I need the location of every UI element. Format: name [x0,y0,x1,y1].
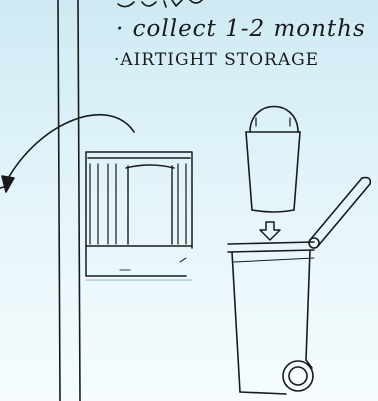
window-icon [86,152,192,280]
wall-post [58,0,80,401]
bucket-icon [246,107,300,213]
ink-scribble [120,258,186,270]
wheelie-bin-icon [228,178,370,394]
note-collect: · collect 1-2 months [116,16,366,42]
note-airtight-storage: ·AIRTIGHT STORAGE [114,50,319,70]
arrow-icon [0,115,134,192]
down-arrow-icon [260,222,280,240]
clipped-heading-fragment [118,0,202,7]
